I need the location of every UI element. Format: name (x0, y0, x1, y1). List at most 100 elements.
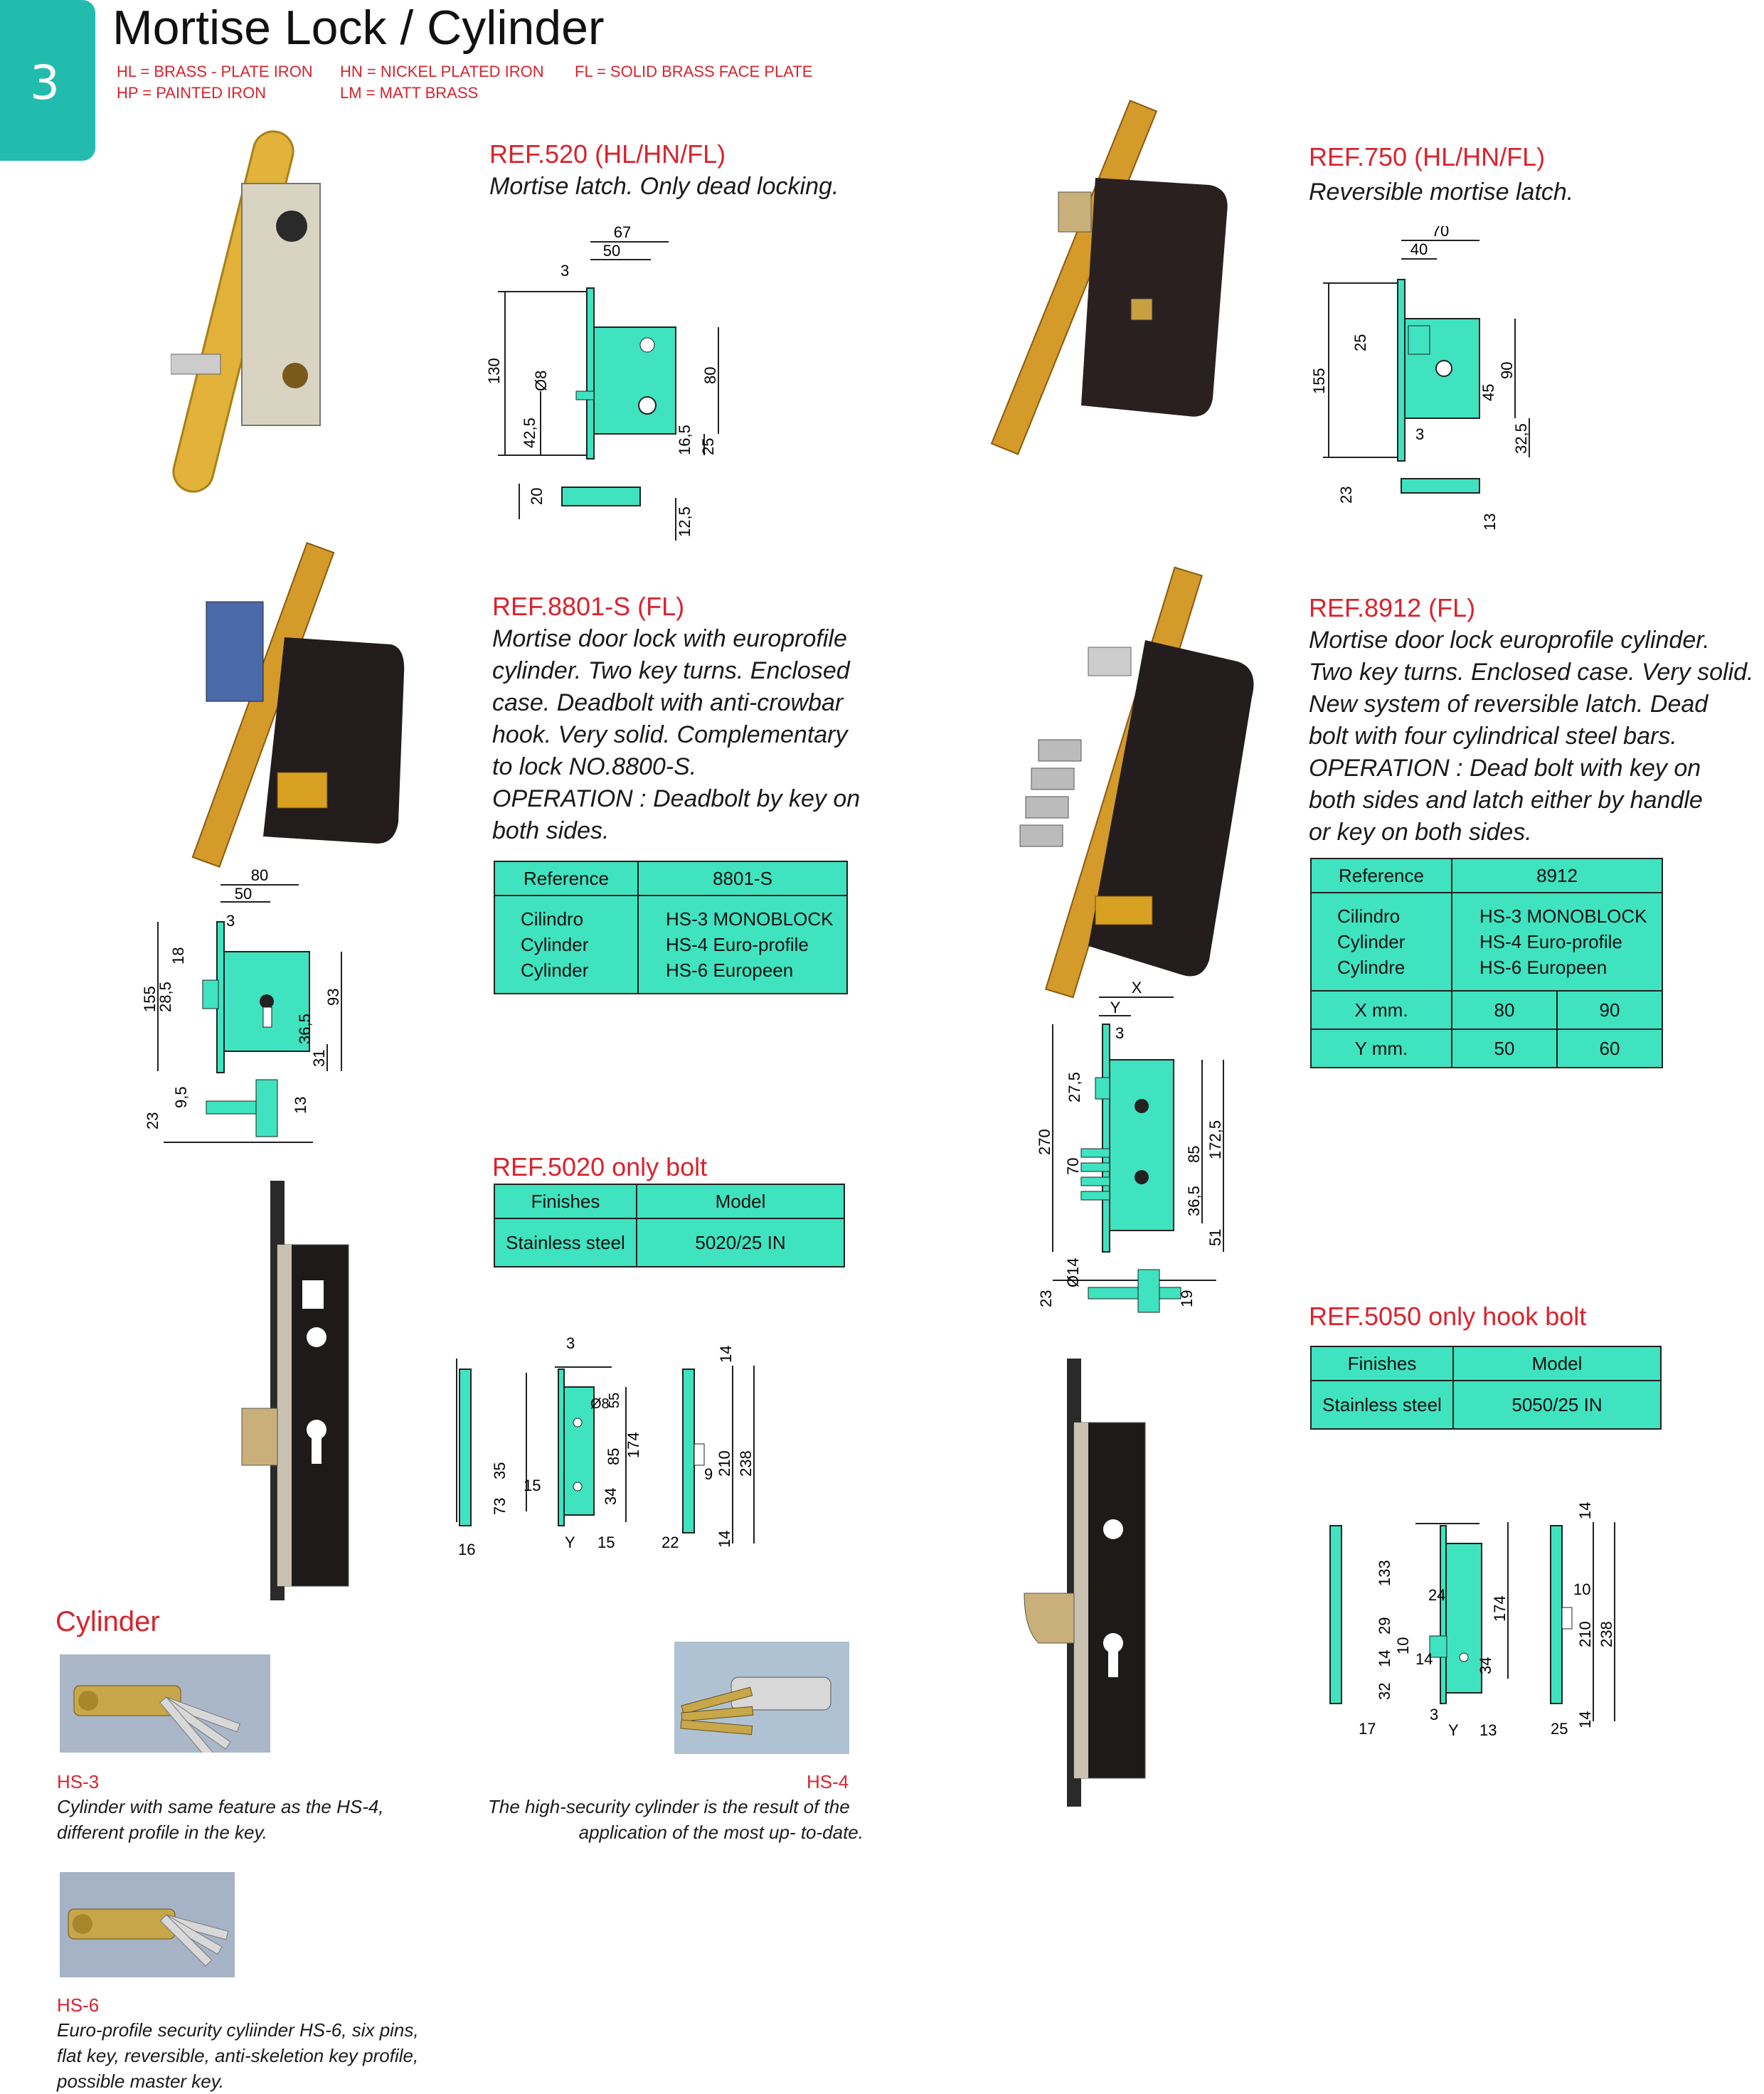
dim: 14 (1576, 1502, 1594, 1519)
ref8912-table: Reference 8912 Cilindro Cylinder Cylindr… (1310, 858, 1663, 1068)
ref750-photo (990, 100, 1228, 455)
section-number: 3 (30, 55, 60, 110)
dim: 51 (1206, 1229, 1224, 1246)
dim: 34 (1477, 1657, 1494, 1674)
ref5050-table: Finishes Model Stainless steel 5050/25 I… (1310, 1346, 1662, 1430)
dim: 45 (1479, 384, 1497, 401)
ref5020-photo (241, 1181, 349, 1600)
dim: 36,5 (296, 1014, 314, 1044)
dim: 13 (1481, 514, 1499, 531)
hs6-code: HS-6 (57, 1994, 100, 2016)
dim: 67 (614, 223, 631, 241)
dim: 24 (1428, 1586, 1445, 1604)
ref8801-photo (191, 542, 405, 868)
dim: 85 (1185, 1146, 1203, 1163)
ref520-title: REF.520 (HL/HN/FL) (489, 139, 726, 169)
hs3-code: HS-3 (57, 1771, 100, 1792)
dim: 31 (310, 1050, 328, 1067)
dim: 14 (716, 1531, 733, 1548)
hs6-desc: Euro-profile security cyliinder HS-6, si… (57, 2019, 419, 2092)
dim: 73 (491, 1498, 509, 1515)
cylinder-title: Cylinder (55, 1606, 160, 1637)
ref520-diagram: 67 50 3 130 Ø8 42,5 80 16,5 25 20 12,5 (485, 223, 719, 541)
dim: 23 (144, 1112, 161, 1130)
dim: 14 (1576, 1711, 1594, 1728)
ref8912-title: REF.8912 (FL) (1309, 593, 1476, 622)
dim: 20 (528, 488, 546, 505)
ref5020-diagram: 3 Ø8 55 35 85 174 73 15 34 16 Y 15 14 21… (456, 1337, 755, 1558)
dim: 22 (662, 1534, 679, 1551)
legend-lm: LM = MATT BRASS (340, 84, 479, 102)
dim: 174 (625, 1432, 642, 1458)
ref5050-title: REF.5050 only hook bolt (1309, 1302, 1587, 1331)
dim: 25 (1351, 334, 1369, 351)
dim: Y (565, 1534, 575, 1551)
dim: 32,5 (1512, 423, 1530, 454)
dim: Ø8 (590, 1396, 610, 1412)
dim: 238 (737, 1450, 755, 1477)
dim: 210 (716, 1450, 733, 1477)
dim: 14 (1376, 1650, 1393, 1667)
dim: 17 (1359, 1720, 1376, 1738)
dim: 55 (607, 1393, 622, 1408)
dim: 32 (1376, 1683, 1393, 1700)
legend-hp: HP = PAINTED IRON (117, 84, 267, 102)
dim: 93 (324, 989, 342, 1006)
dim: 210 (1576, 1621, 1594, 1647)
ref750-title: REF.750 (HL/HN/FL) (1309, 142, 1546, 171)
dim: 3 (226, 912, 235, 930)
dim: 25 (1551, 1720, 1568, 1738)
dim: 25 (699, 438, 717, 455)
legend-hl: HL = BRASS - PLATE IRON (117, 63, 313, 80)
dim: 70 (1432, 226, 1449, 240)
dim: 3 (560, 262, 569, 280)
ref8912-desc: Mortise door lock europrofile cylinder. … (1309, 627, 1754, 846)
dim: 13 (292, 1097, 309, 1114)
ref520-photo (171, 130, 321, 493)
hs6-photo (60, 1872, 235, 1977)
dim: 28,5 (156, 982, 174, 1012)
ref8801-table: Reference 8801-S Cilindro Cylinder Cylin… (494, 861, 848, 994)
ref5020-title: REF.5020 only bolt (492, 1152, 708, 1181)
hs3-desc: Cylinder with same feature as the HS-4, … (57, 1796, 384, 1843)
dim: 85 (605, 1448, 622, 1465)
ref750-diagram: 70 40 25 155 90 45 3 32,5 23 13 (1310, 226, 1530, 531)
ref520-desc: Mortise latch. Only dead locking. (489, 173, 839, 200)
dim: 18 (169, 947, 187, 964)
dim: 155 (1310, 368, 1328, 394)
dim: 27,5 (1066, 1072, 1083, 1102)
dim: 16,5 (676, 425, 694, 455)
hs4-photo (674, 1642, 849, 1754)
dim: 14 (1415, 1650, 1433, 1668)
ref5050-photo (1024, 1359, 1146, 1807)
dim: 9 (704, 1465, 713, 1483)
ref8801-title: REF.8801-S (FL) (492, 592, 685, 621)
dim: 14 (717, 1346, 735, 1363)
dim: 42,5 (521, 418, 538, 448)
dim: 80 (701, 367, 719, 384)
ref8801-desc: Mortise door lock with europrofile cylin… (492, 625, 861, 844)
hs4-desc: The high-security cylinder is the result… (488, 1796, 864, 1843)
dim: Ø8 (532, 371, 550, 391)
page-title: Mortise Lock / Cylinder (112, 1, 605, 55)
dim: 270 (1036, 1129, 1053, 1155)
dim: 70 (1064, 1158, 1082, 1175)
dim: 15 (597, 1534, 615, 1551)
ref8912-diagram: X Y 3 27,5 270 70 85 172,5 36,5 51 Ø14 2… (1036, 982, 1224, 1313)
dim: 90 (1498, 362, 1516, 379)
dim: 15 (524, 1477, 541, 1494)
dim: 3 (566, 1337, 575, 1352)
dim: 172,5 (1206, 1120, 1224, 1159)
section-tab (0, 0, 95, 161)
dim: 35 (491, 1462, 509, 1479)
hs4-code: HS-4 (807, 1771, 849, 1792)
ref8912-photo (1019, 566, 1254, 999)
dim: X (1132, 982, 1142, 996)
dim: 13 (1479, 1721, 1497, 1739)
dim: Ø14 (1064, 1258, 1082, 1287)
dim: 10 (1573, 1580, 1590, 1598)
dim: 130 (485, 358, 503, 384)
dim: Y (1110, 999, 1121, 1016)
hs3-photo (60, 1654, 270, 1753)
legend-hn: HN = NICKEL PLATED IRON (340, 63, 544, 80)
